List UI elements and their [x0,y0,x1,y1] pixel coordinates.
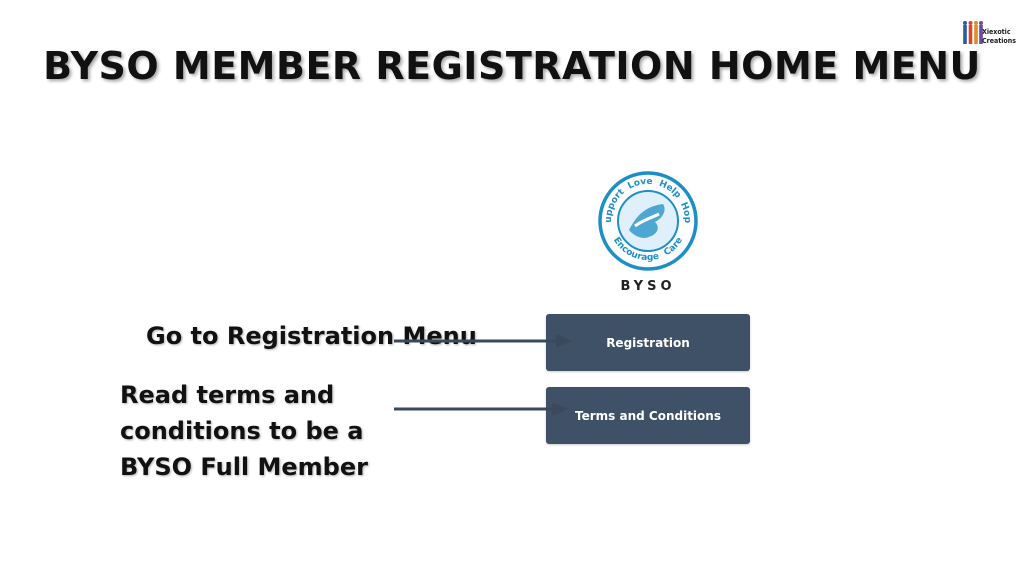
terms-annotation: Read terms and conditions to be a BYSO F… [120,381,368,481]
terms-and-conditions-button[interactable]: Terms and Conditions [546,387,750,444]
app-name: BYSO [620,279,676,294]
brand-logo-text: Xiexotic Creations [982,28,1016,45]
registration-button[interactable]: Registration [546,314,750,371]
terms-arrow [394,402,568,416]
byso-logo: Support Love Help Hope Encourage Care [597,170,698,271]
brand-logo: Xiexotic Creations [962,18,1020,54]
registration-annotation: Go to Registration Menu [146,322,477,350]
slide-title: BYSO MEMBER REGISTRATION HOME MENU [43,44,981,88]
people-icon [963,21,983,44]
